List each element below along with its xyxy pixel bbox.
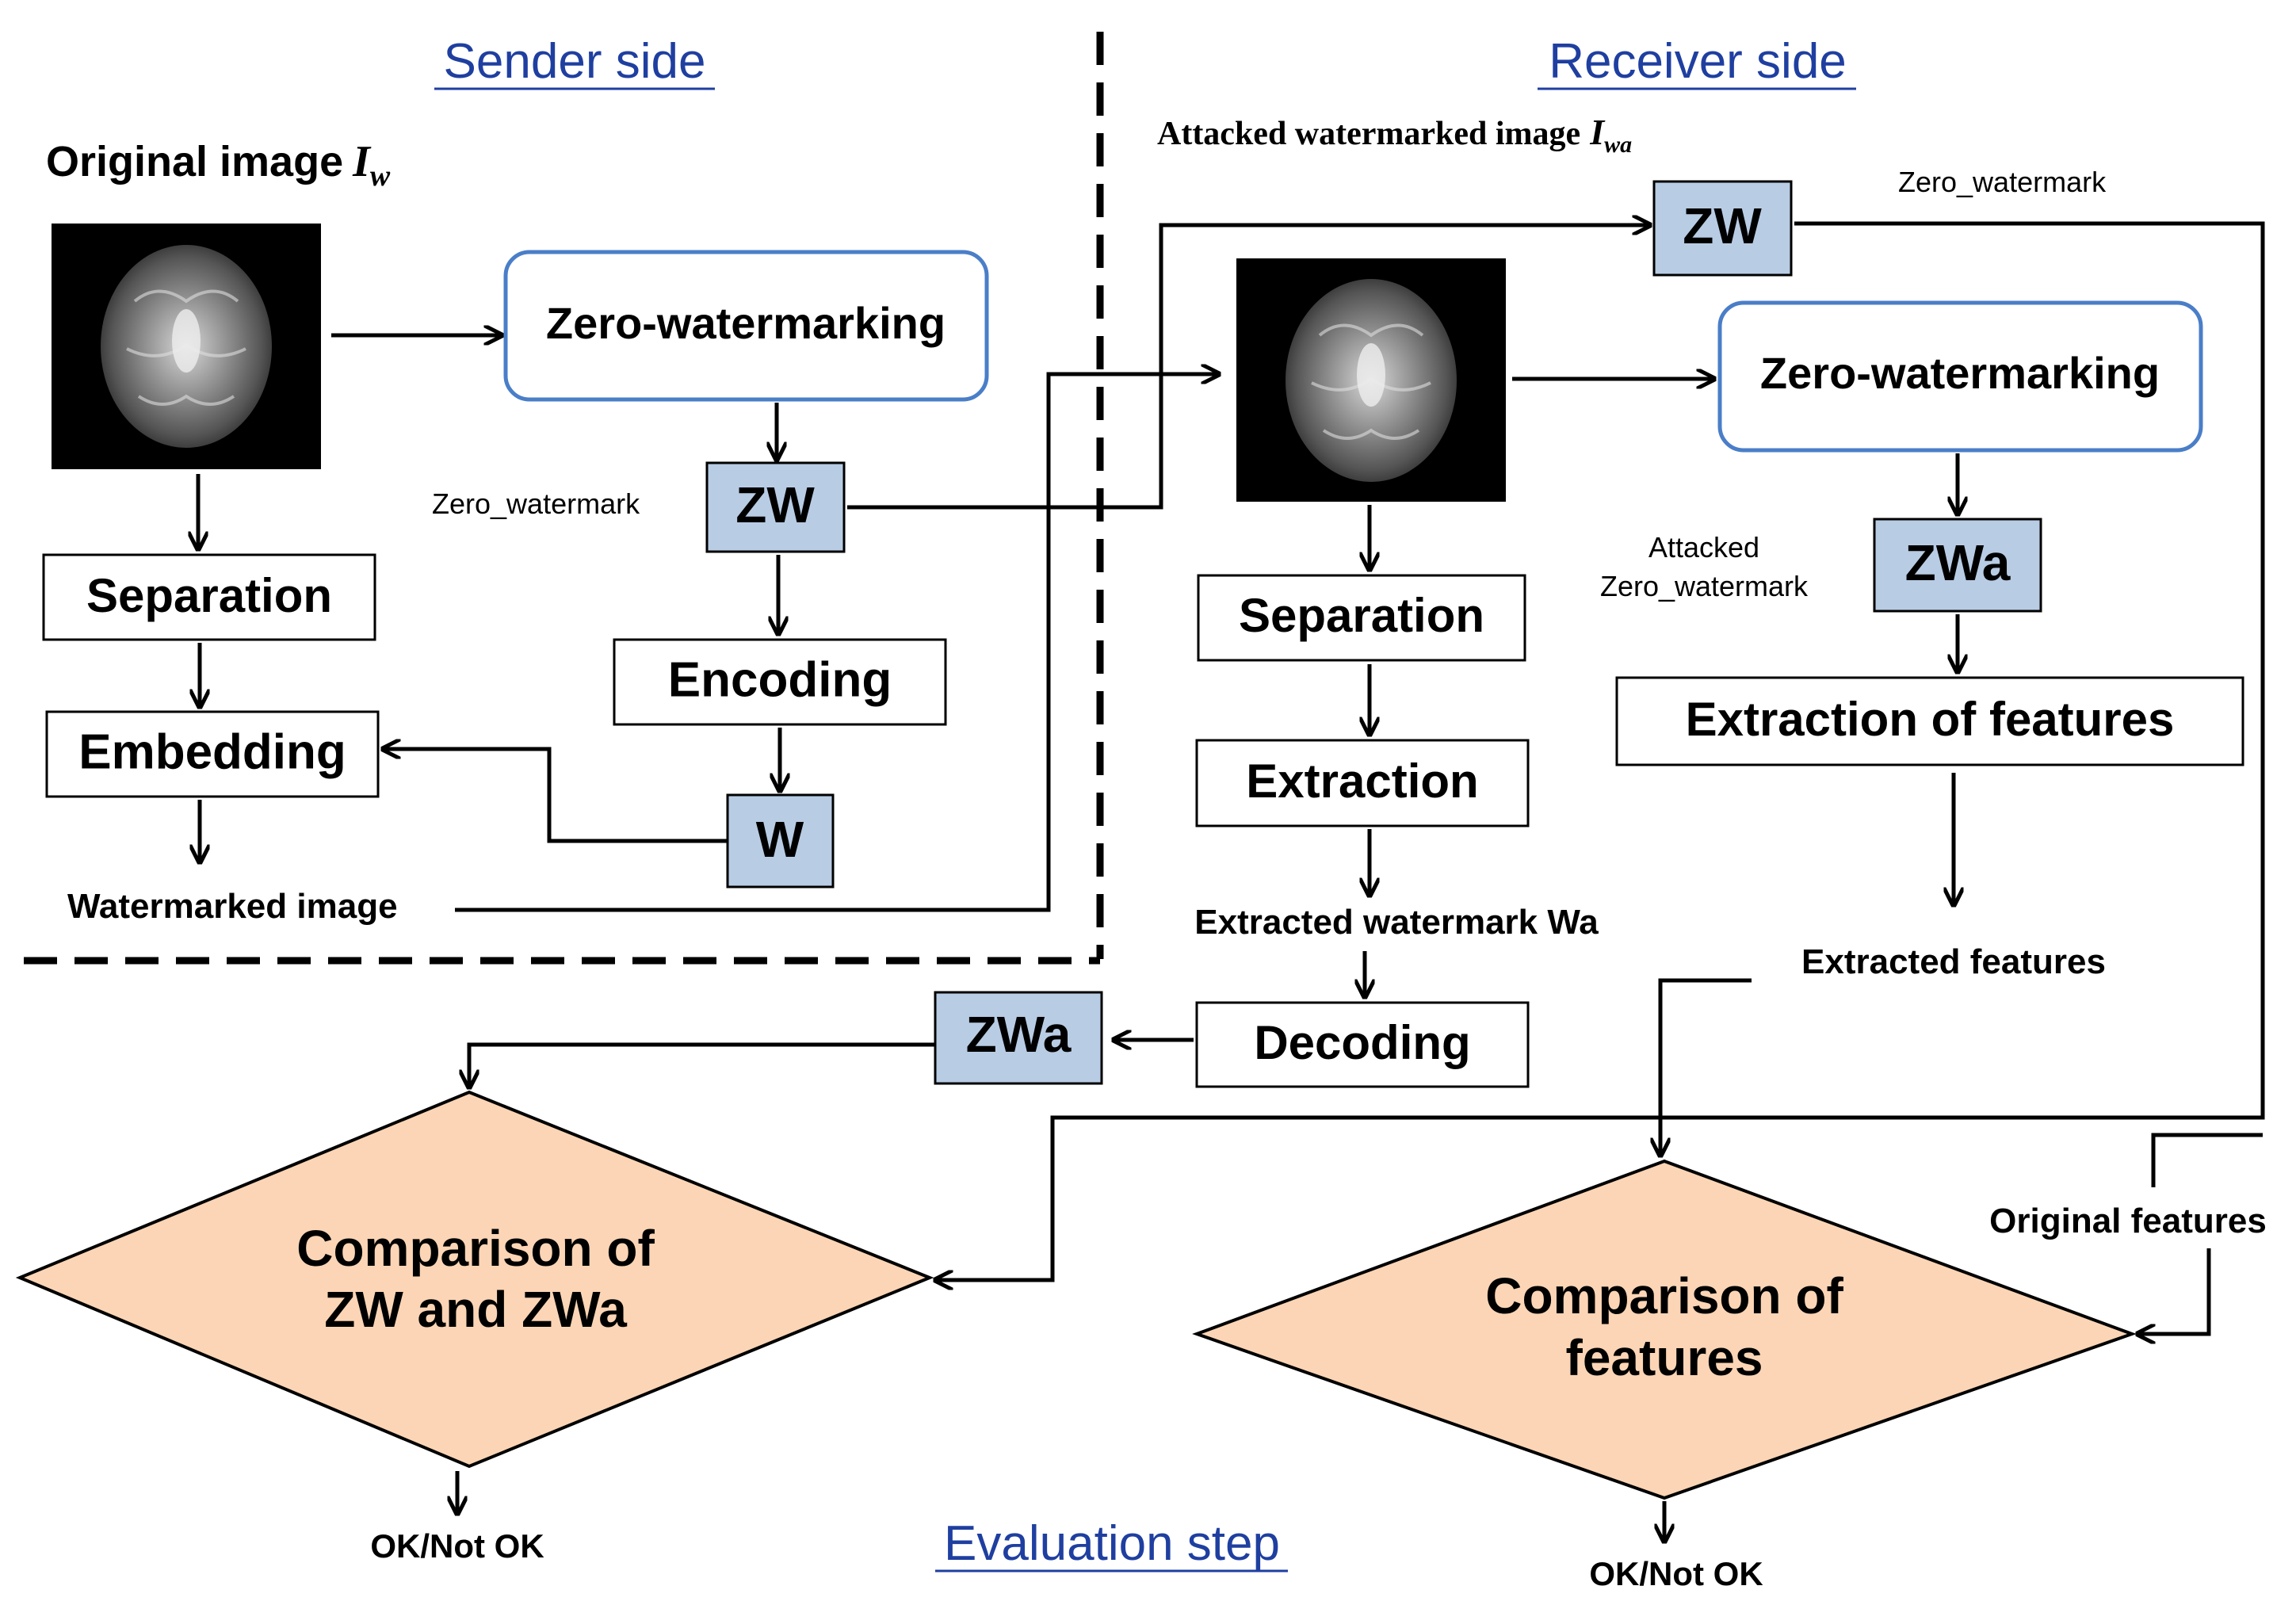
receiver-separation-label: Separation [1239,589,1484,642]
original-features-label: Original features [1989,1202,2267,1240]
extracted-features-label: Extracted features [1801,942,2106,981]
sender-zw-label: ZW [735,476,815,533]
w-label: W [756,811,804,868]
arrow-zwa-to-compare-zw [469,1042,935,1087]
evaluation-step-heading: Evaluation step [944,1516,1280,1571]
receiver-side-heading: Receiver side [1549,34,1847,89]
encoding-label: Encoding [668,652,892,707]
arrow-original-features-to-compare [2137,1248,2211,1334]
decoding-box [1195,1001,1530,1088]
sender-side-heading: Sender side [444,34,706,89]
embedding-box [45,710,380,798]
sender-zero-watermarking-box [503,250,989,402]
receiver-zero-watermarking-box [1717,300,2203,453]
receiver-separation-box [1197,574,1526,662]
receiver-zero-watermark-label: Zero_watermark [1898,166,2107,198]
sender-separation-box [42,553,376,641]
attacked-zero-watermark-label-line2: Zero_watermark [1600,570,1809,602]
arrow-zw-to-receiver-zw [847,225,1650,510]
w-box [726,793,835,888]
receiver-zw-box [1652,180,1793,277]
watermarked-image-label: Watermarked image [67,887,398,926]
compare-features-label-line1: Comparison of [1485,1267,1843,1324]
compare-zw-diamond [15,1090,934,1469]
ok-not-ok-right: OK/Not OK [1589,1555,1763,1592]
arrow-zw-to-compare-zw [935,221,2265,1280]
receiver-zw-label: ZW [1683,197,1762,254]
compare-features-label-line2: features [1566,1329,1763,1386]
compare-features-diamond [1192,1159,2137,1500]
arrow-watermarked-to-attacked-image [455,374,1219,912]
sender-zw-box [705,461,846,553]
evaluation-zwa-box [934,991,1103,1085]
encoding-box [613,638,947,726]
extraction-box [1195,739,1530,827]
attacked-zero-watermark-label-line1: Attacked [1648,531,1759,564]
receiver-zero-watermarking-label: Zero-watermarking [1760,348,2160,398]
decoding-label: Decoding [1254,1016,1470,1069]
arrow-w-to-embedding [383,749,728,843]
evaluation-zwa-label: ZWa [966,1006,1072,1063]
extracted-watermark-label: Extracted watermark Wa [1194,903,1599,942]
extraction-label: Extraction [1246,755,1478,808]
attacked-mri-image [1236,258,1506,502]
extraction-of-features-label: Extraction of features [1686,693,2175,746]
compare-zw-label-line2: ZW and ZWa [324,1281,627,1338]
receiver-zwa-label: ZWa [1905,534,2011,591]
sender-separation-label: Separation [86,569,332,622]
compare-zw-label-line1: Comparison of [296,1220,655,1277]
embedding-label: Embedding [78,724,346,779]
sender-zero-watermark-label: Zero_watermark [432,487,640,520]
receiver-zwa-box [1873,518,2042,613]
arrow-extracted-features-to-compare [1660,978,1752,1156]
ok-not-ok-left: OK/Not OK [370,1527,544,1565]
extraction-of-features-box [1615,676,2244,766]
sender-zero-watermarking-label: Zero-watermarking [546,298,946,348]
original-mri-image [52,224,321,469]
original-features-connector [2151,1133,2263,1187]
